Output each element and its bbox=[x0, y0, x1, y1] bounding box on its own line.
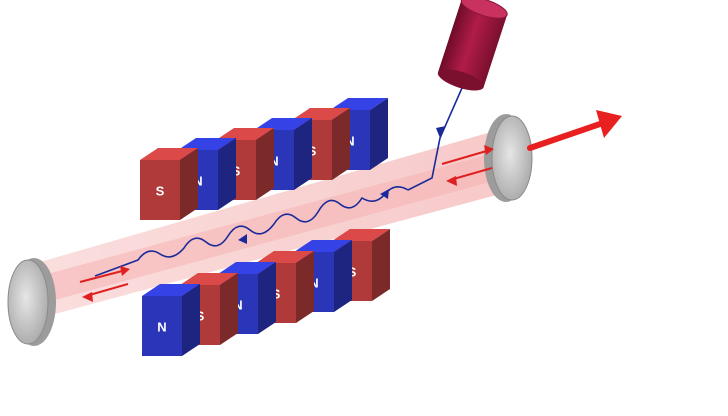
magnet-pole-label: S bbox=[156, 183, 165, 198]
magnet-pole-label: S bbox=[348, 264, 357, 279]
electron-arrow-head-3 bbox=[238, 234, 247, 244]
magnet-pole-label: S bbox=[196, 308, 205, 323]
electron-injection-line bbox=[407, 87, 463, 191]
right-mirror bbox=[484, 114, 533, 202]
magnet-pole-label: S bbox=[232, 163, 241, 178]
magnet-pole-label: N bbox=[157, 319, 166, 334]
left-cavity-arrows bbox=[79, 266, 130, 302]
cavity-light-arrows bbox=[79, 145, 494, 302]
bottom-magnet-row: SNSNSN bbox=[142, 229, 390, 356]
electron-trajectory bbox=[94, 87, 463, 277]
electron-wiggle-path bbox=[94, 186, 409, 277]
right-cavity-arrows bbox=[441, 145, 494, 186]
magnet-block-n: N bbox=[142, 284, 200, 356]
magnet-pole-label: S bbox=[308, 143, 317, 158]
magnet-pole-label: S bbox=[272, 286, 281, 301]
electron-arrow-head-2 bbox=[380, 189, 389, 199]
left-mirror bbox=[7, 258, 56, 346]
electron-arrow-head-1 bbox=[436, 126, 446, 138]
electron-gun bbox=[437, 0, 508, 91]
top-magnet-row: NSNSNS bbox=[140, 98, 388, 220]
magnet-block-s: S bbox=[140, 148, 198, 220]
output-laser-arrow bbox=[527, 110, 622, 151]
